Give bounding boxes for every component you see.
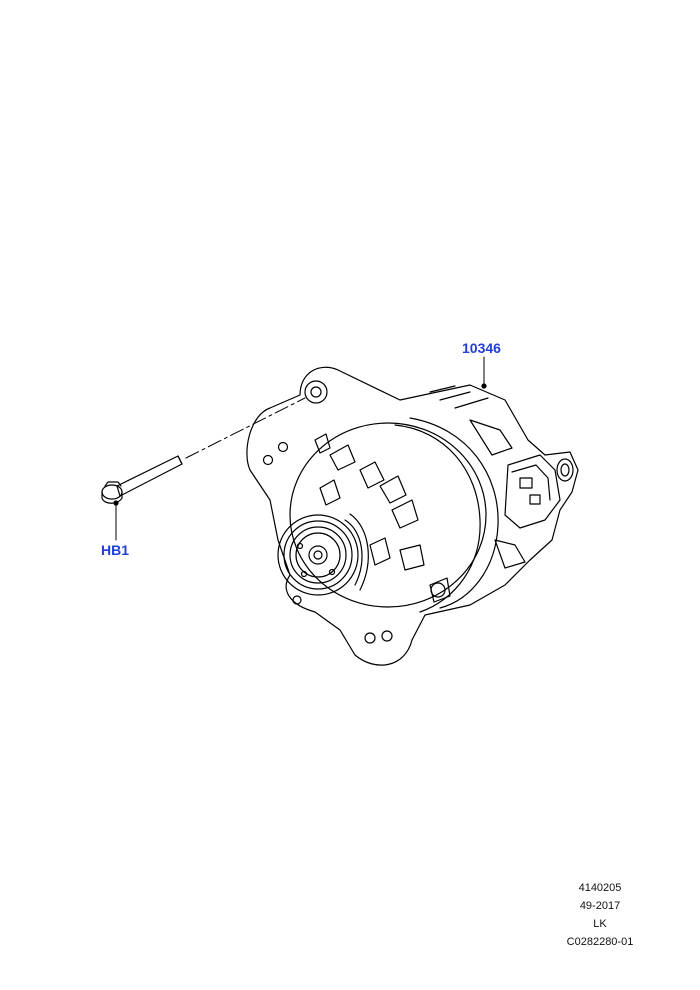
alternator-icon[interactable] bbox=[246, 366, 579, 666]
footer-line-1: 4140205 bbox=[578, 882, 622, 894]
drawing-reference-block: 4140205 49-2017 LK C0282280-01 bbox=[540, 879, 660, 951]
footer-line-4: C0282280-01 bbox=[566, 936, 634, 948]
footer-line-3: LK bbox=[593, 918, 607, 930]
leader-10346-dot bbox=[481, 383, 487, 389]
assembly-centerline bbox=[185, 397, 306, 459]
leader-hb1-dot bbox=[113, 500, 119, 506]
callout-bolt[interactable]: HB1 bbox=[101, 542, 130, 558]
bolt-icon[interactable] bbox=[101, 455, 183, 504]
callout-alternator[interactable]: 10346 bbox=[462, 340, 501, 356]
footer-line-2: 49-2017 bbox=[579, 900, 621, 912]
